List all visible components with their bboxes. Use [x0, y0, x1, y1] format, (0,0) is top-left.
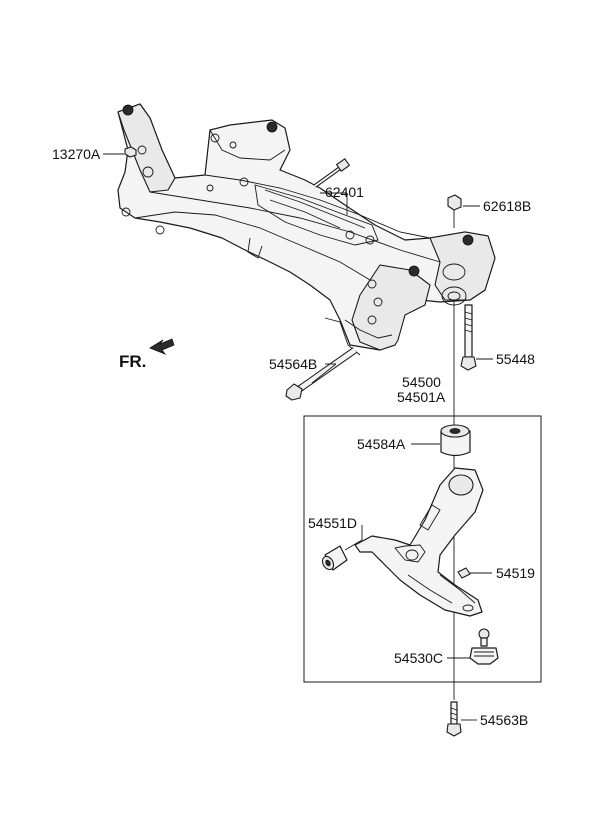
label-62401: 62401	[325, 184, 364, 200]
label-54500: 54500	[402, 374, 441, 390]
lower-control-arm	[354, 467, 484, 617]
bolt-55448	[460, 304, 477, 371]
label-62618B: 62618B	[483, 198, 531, 214]
leader-lines	[103, 153, 493, 721]
label-54519: 54519	[496, 565, 535, 581]
front-direction-label: FR.	[119, 352, 146, 371]
lower-arm-assembly-box	[303, 415, 542, 683]
bolt-54563B	[446, 701, 462, 737]
label-54551D: 54551D	[308, 515, 357, 531]
bolt-62401	[313, 158, 350, 188]
label-54563B: 54563B	[480, 712, 528, 728]
bushing-54584A	[440, 424, 471, 457]
clip-54519	[457, 567, 471, 579]
label-54501A: 54501A	[397, 389, 446, 405]
label-54530C: 54530C	[394, 650, 443, 666]
front-direction-indicator	[149, 338, 175, 355]
label-13270A: 13270A	[52, 146, 101, 162]
label-54584A: 54584A	[357, 436, 406, 452]
nut-13270A	[124, 146, 137, 158]
bushing-54551D	[321, 545, 348, 571]
bolt-54564B	[285, 347, 358, 401]
ball-joint-54530C	[469, 628, 499, 665]
label-55448: 55448	[496, 351, 535, 367]
front-subframe	[117, 103, 496, 356]
label-54564B: 54564B	[269, 356, 317, 372]
